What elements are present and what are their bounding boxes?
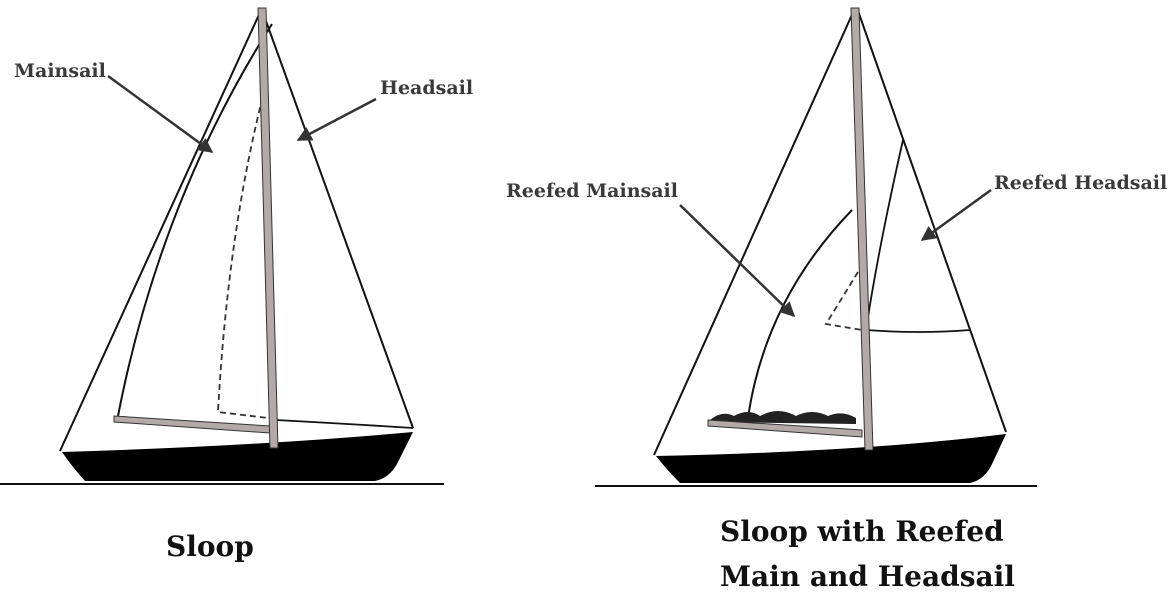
label-headsail: Headsail bbox=[380, 77, 473, 99]
arrow-headsail bbox=[296, 97, 377, 142]
label-reefed-headsail: Reefed Headsail bbox=[994, 172, 1167, 194]
mast-reefed bbox=[850, 7, 874, 451]
mast bbox=[257, 7, 279, 449]
reefed-mainsail-leech bbox=[747, 209, 853, 419]
mainsail-leech bbox=[117, 23, 273, 417]
forestay bbox=[59, 7, 263, 452]
headsail-reefed-leech bbox=[856, 7, 1007, 433]
arrow-reefed-mainsail bbox=[679, 204, 796, 318]
reefed-headsail-luff bbox=[865, 139, 904, 331]
boom bbox=[113, 415, 271, 434]
boom-reefed bbox=[707, 419, 863, 438]
label-reefed-mainsail: Reefed Mainsail bbox=[506, 180, 678, 202]
caption-reefed-line-2: Main and Headsail bbox=[720, 560, 1015, 593]
reefed-sloop-diagram: Reefed Mainsail Reefed Headsail Sloop wi… bbox=[506, 7, 1167, 593]
arrow-reefed-headsail bbox=[920, 188, 992, 242]
headsail-foot bbox=[275, 419, 414, 429]
caption-reefed-line-1: Sloop with Reefed bbox=[720, 515, 1004, 548]
sloop-diagram: Mainsail Headsail Sloop bbox=[0, 7, 473, 563]
hull-reefed bbox=[656, 434, 1006, 483]
furled-sail-bundle bbox=[710, 411, 856, 424]
reefed-headsail-foot bbox=[865, 329, 971, 333]
caption-sloop: Sloop bbox=[166, 530, 254, 563]
hull bbox=[62, 432, 413, 481]
mainsail-dashed-line bbox=[217, 87, 269, 419]
forestay-reefed bbox=[653, 7, 856, 456]
headsail bbox=[261, 9, 414, 429]
reefed-headsail-dashed bbox=[824, 271, 863, 331]
arrow-mainsail bbox=[107, 74, 214, 154]
label-mainsail: Mainsail bbox=[14, 60, 106, 82]
